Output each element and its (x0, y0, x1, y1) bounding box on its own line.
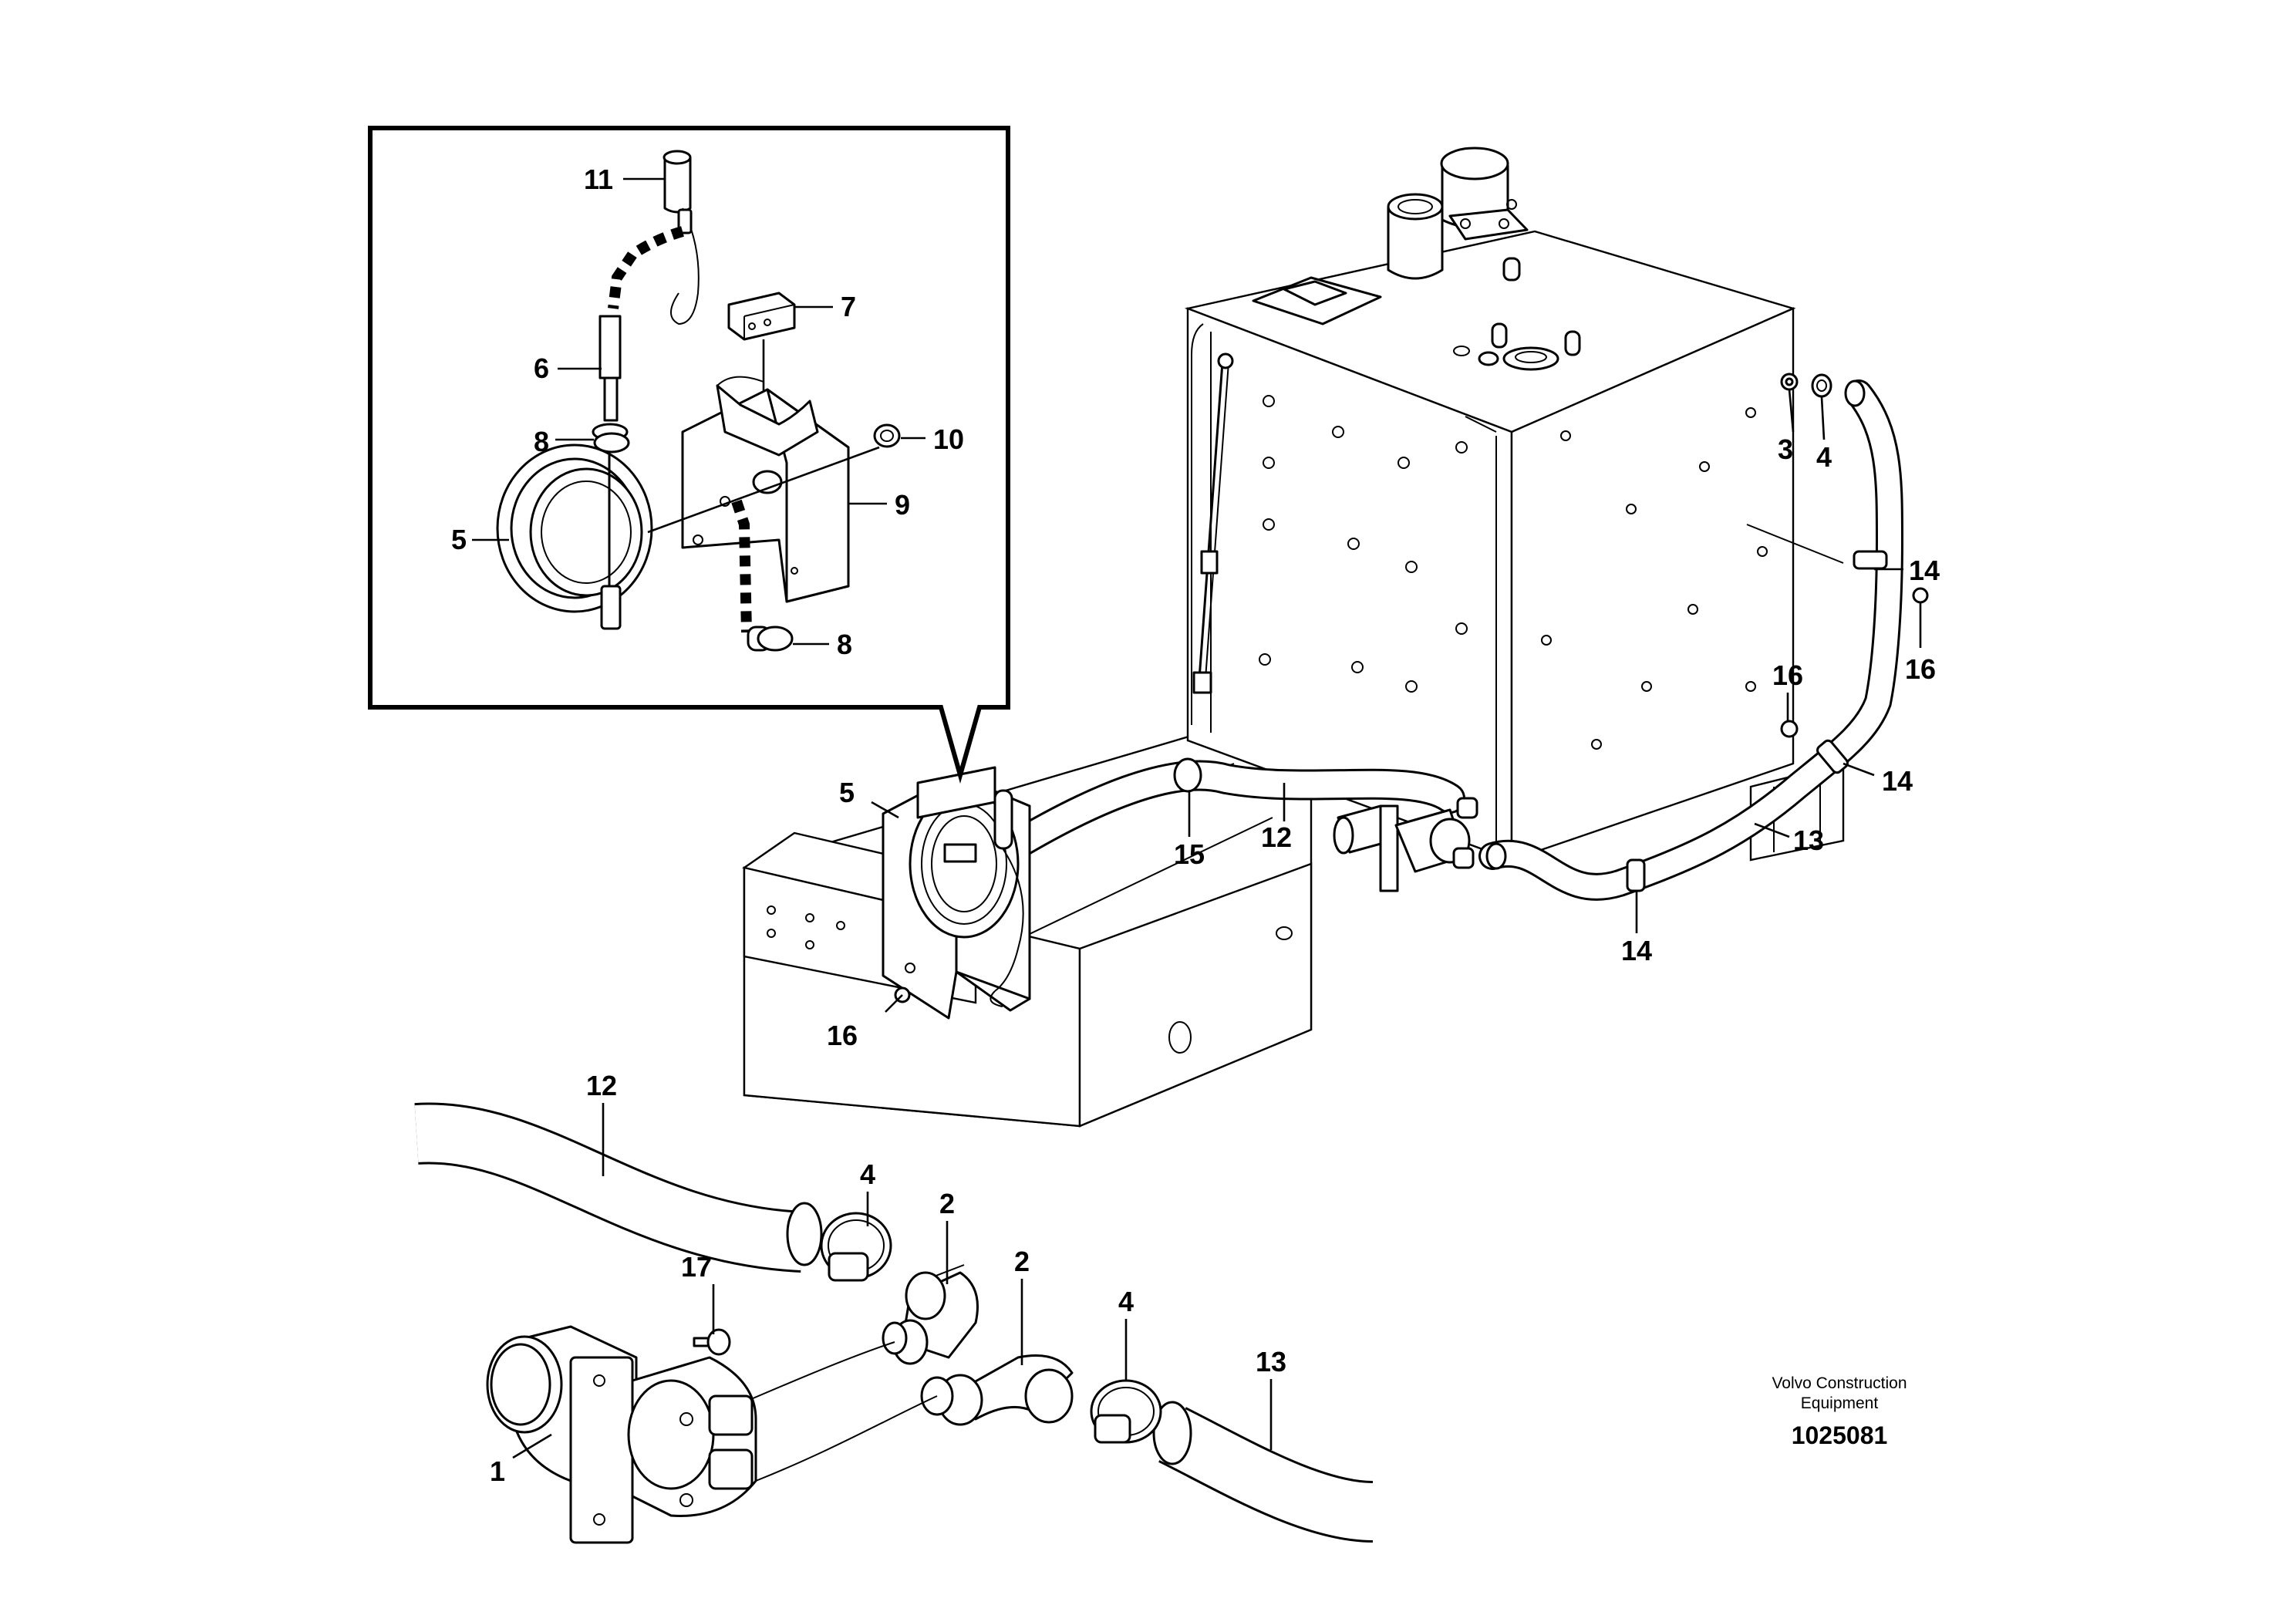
heater-pump-main (1333, 797, 1478, 892)
callout-2: 2 (939, 1188, 955, 1219)
callout-labels: 11 7 6 8 10 9 5 8 3 4 14 16 16 14 13 14 … (451, 164, 1940, 1487)
callout-16: 16 (827, 1020, 858, 1051)
callout-5: 5 (451, 524, 467, 555)
detail-clamp-4b (1090, 1379, 1162, 1444)
callout-2: 2 (1014, 1246, 1030, 1277)
inset-parts (496, 150, 901, 652)
callout-10: 10 (933, 423, 964, 455)
callout-11: 11 (584, 164, 613, 195)
hose-13-main (1478, 379, 1904, 901)
callout-1: 1 (490, 1455, 505, 1487)
callout-13: 13 (1256, 1346, 1286, 1378)
callout-7: 7 (841, 291, 856, 322)
detail-fitting-2a (882, 1264, 979, 1365)
heater-unit-main (882, 766, 1031, 1020)
hose-12-main (995, 757, 1465, 864)
callout-4: 4 (1118, 1286, 1134, 1317)
tank-bolts (1259, 395, 1768, 750)
callout-15: 15 (1174, 838, 1205, 870)
watermark-line2: Equipment (1801, 1394, 1879, 1412)
callout-6: 6 (534, 352, 549, 384)
callout-4: 4 (1816, 441, 1832, 473)
callout-14: 14 (1882, 765, 1913, 797)
watermark-line1: Volvo Construction (1772, 1374, 1907, 1392)
sight-gauge (1192, 352, 1234, 694)
detail-pump-1 (486, 1325, 757, 1544)
detail-hoses-thin (740, 1341, 938, 1482)
callout-16: 16 (1905, 653, 1936, 685)
callout-4: 4 (860, 1158, 875, 1190)
callout-8: 8 (837, 629, 852, 660)
callout-3: 3 (1778, 433, 1793, 465)
leader-lines (472, 177, 1922, 1459)
callout-17: 17 (681, 1251, 712, 1283)
tank-top-fittings (1252, 147, 1581, 371)
detail-hose-12 (414, 1102, 823, 1273)
watermark: Volvo Construction Equipment 1025081 (1772, 1374, 1907, 1449)
callout-12: 12 (586, 1070, 617, 1101)
callout-8: 8 (534, 426, 549, 457)
callout-14: 14 (1621, 935, 1652, 966)
detail-fitting-2b (920, 1354, 1074, 1426)
callout-5: 5 (839, 777, 855, 808)
callout-9: 9 (895, 489, 910, 521)
callout-14: 14 (1909, 555, 1940, 586)
detail-clamp-4a (820, 1212, 892, 1282)
tank-port-fittings (1746, 373, 1929, 738)
hydraulic-tank (1184, 147, 1796, 862)
detail-hose-13 (1152, 1401, 1374, 1543)
callout-13: 13 (1793, 824, 1824, 856)
callout-16: 16 (1772, 659, 1803, 691)
callout-12: 12 (1261, 821, 1292, 853)
drawing-id: 1025081 (1792, 1421, 1888, 1449)
